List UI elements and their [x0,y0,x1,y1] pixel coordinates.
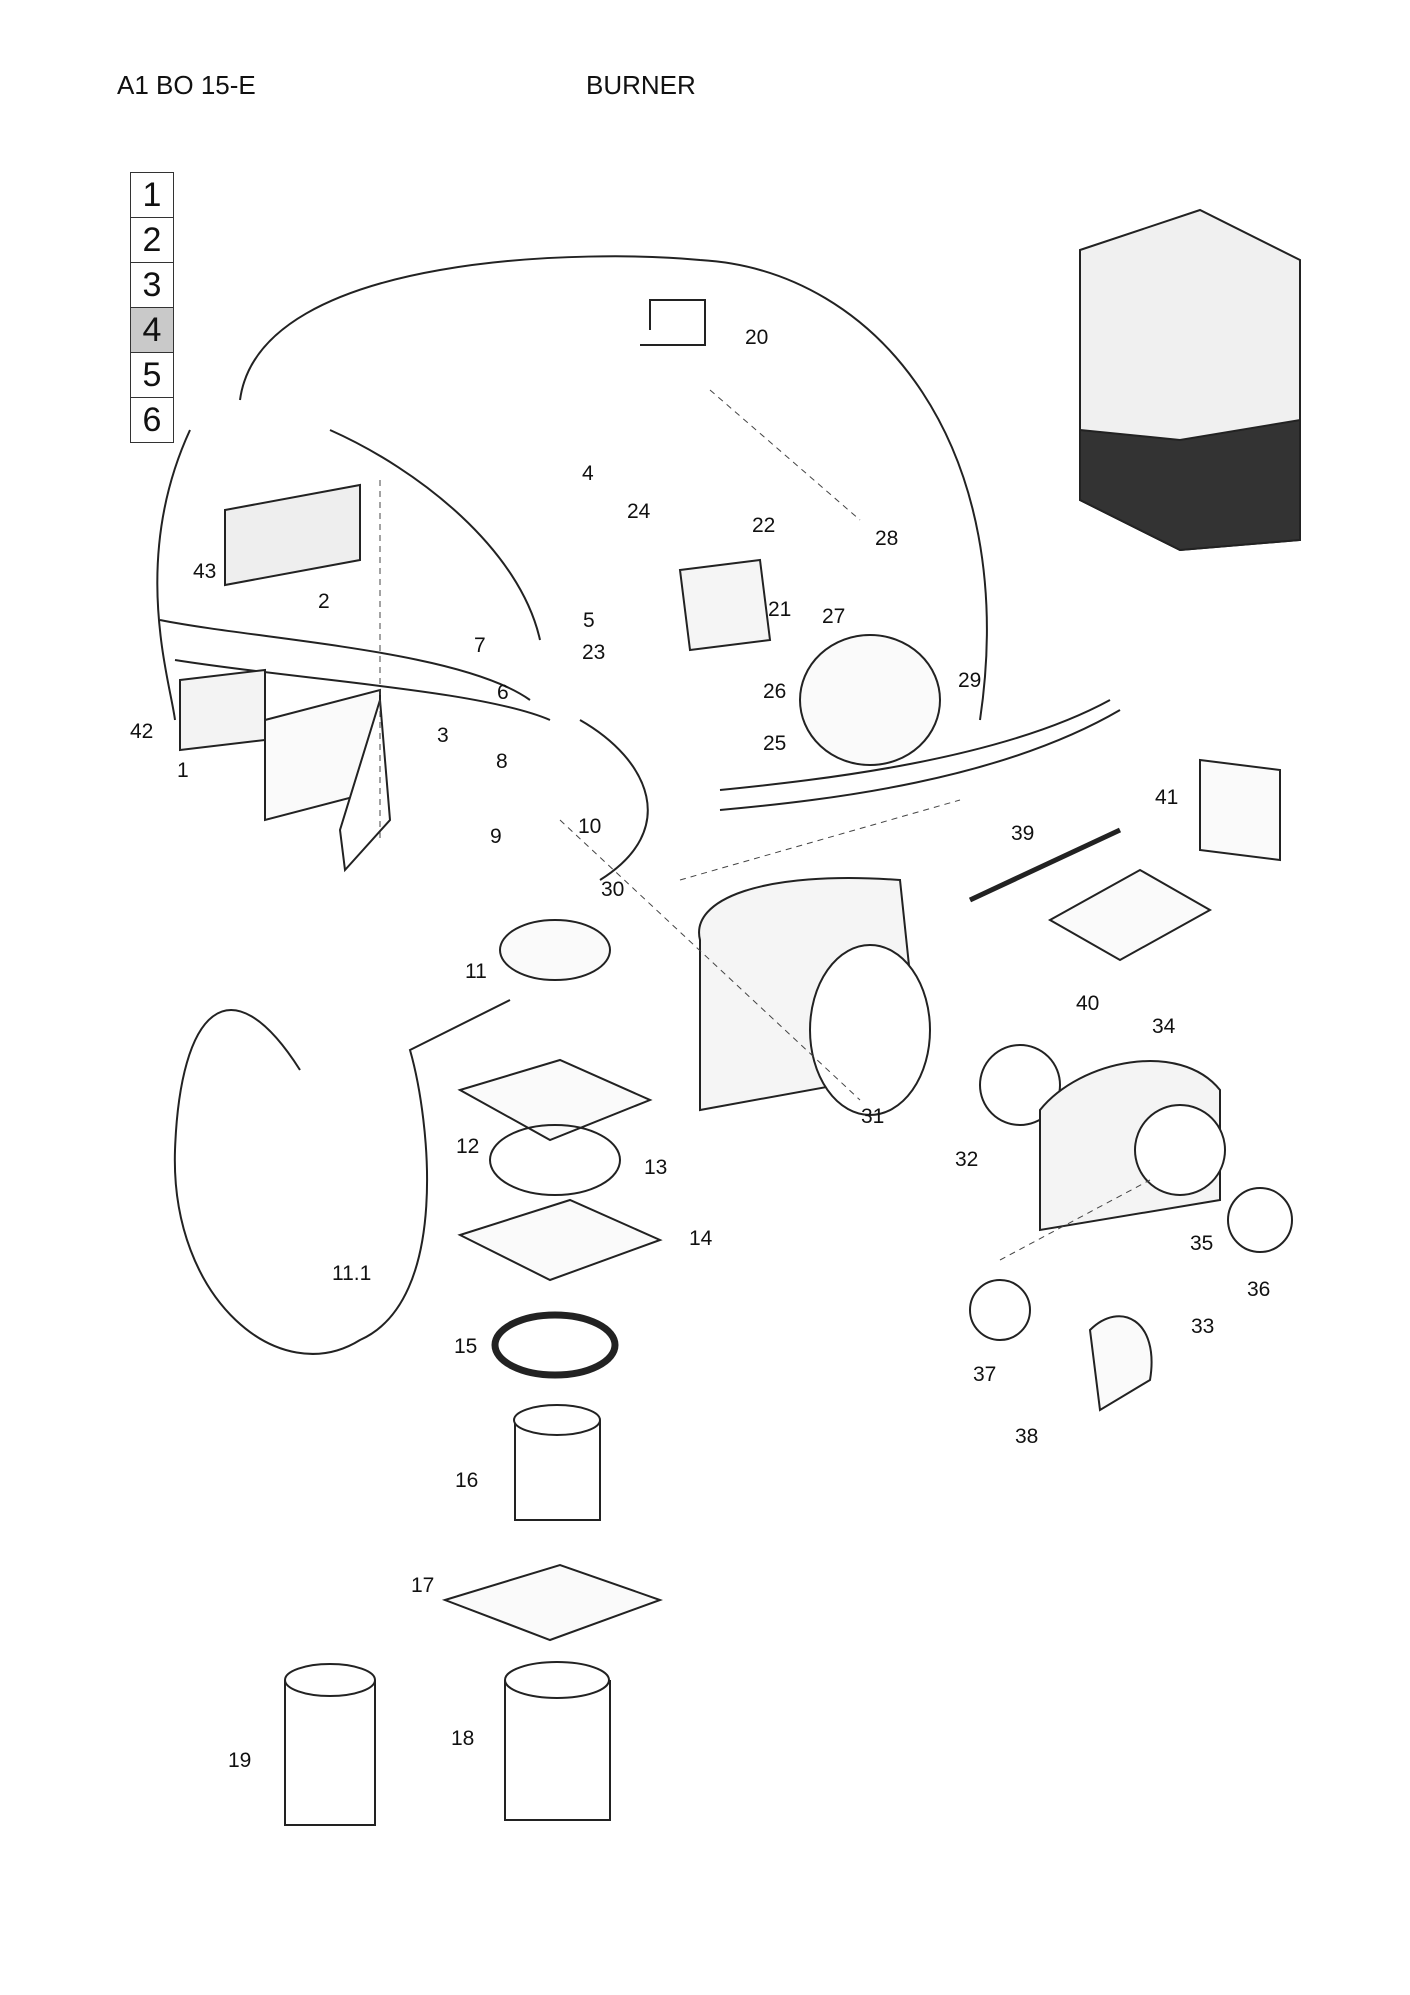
part-label-2: 2 [318,590,330,613]
page-navigation: 1 2 3 4 5 6 [130,172,174,443]
cable-43 [156,429,191,721]
nav-page-2[interactable]: 2 [130,218,174,263]
part-label-18: 18 [451,1727,474,1750]
part-label-29: 29 [958,669,981,692]
part-36 [1227,1187,1293,1253]
part-label-32: 32 [955,1148,978,1171]
part-label-16: 16 [455,1469,478,1492]
cable-loop [239,255,988,721]
part-label-6: 6 [497,681,509,704]
part-label-37: 37 [973,1363,996,1386]
part-label-4: 4 [582,462,594,485]
part-label-1: 1 [177,759,189,782]
ignition-transformer-1 [179,668,266,752]
control-unit-2 [224,483,361,587]
part-callouts: 20 4 24 22 28 43 2 5 21 27 7 23 26 29 6 … [130,326,1270,1772]
flame-tube-19 [284,1680,376,1826]
part-label-25: 25 [763,732,786,755]
part-label-41: 41 [1155,786,1178,809]
part-label-26: 26 [763,680,786,703]
part-label-17: 17 [411,1574,434,1597]
part-label-27: 27 [822,605,845,628]
plate-41 [1199,758,1281,862]
part-label-30: 30 [601,878,624,901]
rod-39 [968,827,1122,903]
part-label-7: 7 [474,634,486,657]
part-label-36: 36 [1247,1278,1270,1301]
part-label-13: 13 [644,1156,667,1179]
part-label-28: 28 [875,527,898,550]
part-label-8: 8 [496,750,508,773]
detail-bubble [173,999,511,1355]
nozzle-block-11 [499,919,611,981]
part-label-5: 5 [583,609,595,632]
part-label-11-1: 11.1 [332,1262,371,1285]
part-label-40: 40 [1076,992,1099,1015]
nav-page-3[interactable]: 3 [130,263,174,308]
part-label-15: 15 [454,1335,477,1358]
gasket-15 [491,1311,619,1379]
part-label-19: 19 [228,1749,251,1772]
part-label-10: 10 [578,815,601,838]
model-code: A1 BO 15-E [117,70,256,100]
part-label-34: 34 [1152,1015,1176,1038]
fan-wheel-31 [809,944,931,1116]
motor-27 [799,634,941,766]
part-label-38: 38 [1015,1425,1038,1448]
part-label-12: 12 [456,1135,479,1158]
part-label-35: 35 [1190,1232,1213,1255]
part-label-14: 14 [689,1227,713,1250]
page-title: BURNER [586,70,696,100]
part-label-3: 3 [437,724,449,747]
nav-page-6[interactable]: 6 [130,398,174,443]
nav-page-1[interactable]: 1 [130,172,174,218]
flame-tube-18 [504,1680,611,1821]
tube-16 [514,1420,601,1521]
flange-14 [457,1198,663,1282]
air-damper-32 [979,1044,1061,1126]
part-label-39: 39 [1011,822,1034,845]
flange-17 [441,1563,663,1642]
part-label-9: 9 [490,825,502,848]
part-label-22: 22 [752,514,775,537]
fuel-line-20 [640,299,706,346]
part-label-43: 43 [193,560,216,583]
part-label-24: 24 [627,500,651,523]
pump-21 [678,558,772,652]
part-label-11: 11 [465,960,487,983]
flange-12 [457,1058,653,1142]
part-label-23: 23 [582,641,605,664]
part-label-33: 33 [1191,1315,1214,1338]
part-label-31: 31 [861,1105,884,1128]
part-label-20: 20 [745,326,768,349]
part-label-42: 42 [130,720,153,743]
part-label-21: 21 [768,598,791,621]
nav-page-5[interactable]: 5 [130,353,174,398]
nav-page-4[interactable]: 4 [130,308,174,353]
